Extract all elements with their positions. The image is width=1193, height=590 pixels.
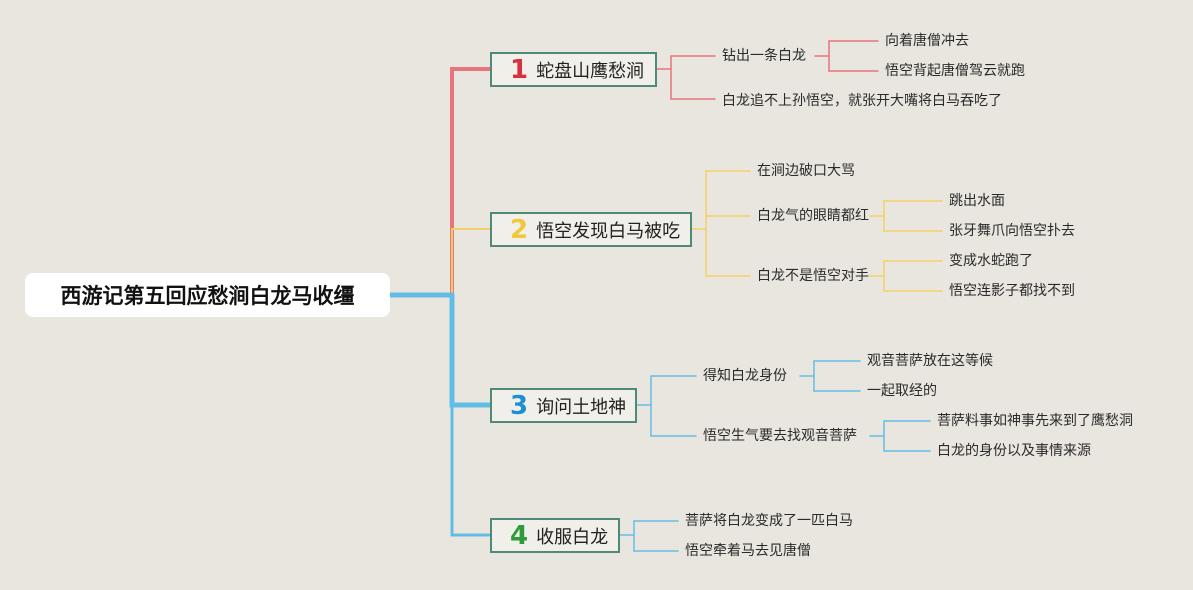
branch-1-node[interactable]: 1 蛇盘山鹰愁涧	[490, 52, 657, 87]
branch-4-node[interactable]: 4 收服白龙	[490, 518, 620, 553]
branch-2-child-3-leaf-1[interactable]: 变成水蛇跑了	[949, 253, 1033, 269]
branch-1-child-1[interactable]: 钻出一条白龙	[722, 48, 806, 64]
branch-3-child-2-leaf-2[interactable]: 白龙的身份以及事情来源	[937, 443, 1091, 459]
root-topic[interactable]: 西游记第五回应愁涧白龙马收缰	[25, 273, 390, 317]
branch-2-child-1[interactable]: 在涧边破口大骂	[757, 163, 855, 179]
branch-2-child-3-leaf-2[interactable]: 悟空连影子都找不到	[949, 283, 1075, 299]
branch-3-label: 询问土地神	[536, 396, 627, 418]
branch-2-child-2-leaf-2[interactable]: 张牙舞爪向悟空扑去	[949, 223, 1075, 239]
branch-2-node[interactable]: 2 悟空发现白马被吃	[490, 212, 692, 247]
branch-1-number: 1	[510, 54, 529, 85]
root-title: 西游记第五回应愁涧白龙马收缰	[60, 284, 355, 308]
branch-1-label: 蛇盘山鹰愁涧	[536, 60, 645, 82]
connector-line-4	[449, 292, 493, 408]
branch-2-child-2[interactable]: 白龙气的眼睛都红	[757, 208, 869, 224]
branch-3-child-2[interactable]: 悟空生气要去找观音菩萨	[703, 428, 857, 444]
branch-4-label: 收服白龙	[536, 526, 609, 548]
branch-2-child-3[interactable]: 白龙不是悟空对手	[757, 268, 869, 284]
branch-1-child-1-leaf-2[interactable]: 悟空背起唐僧驾云就跑	[885, 63, 1025, 79]
branch-4-child-2[interactable]: 悟空牵着马去见唐僧	[685, 543, 811, 559]
branch-3-child-1-leaf-2[interactable]: 一起取经的	[867, 383, 937, 399]
branch-4-child-1[interactable]: 菩萨将白龙变成了一匹白马	[685, 513, 853, 529]
branch-4-number: 4	[510, 520, 529, 551]
branch-3-node[interactable]: 3 询问土地神	[490, 388, 637, 423]
branch-2-label: 悟空发现白马被吃	[536, 220, 681, 242]
branch-3-child-1[interactable]: 得知白龙身份	[703, 368, 787, 384]
branch-1-child-2[interactable]: 白龙追不上孙悟空，就张开大嘴将白马吞吃了	[722, 93, 1002, 109]
connector-line-2	[450, 67, 492, 297]
connector-line-5	[450, 293, 492, 537]
branch-1-child-1-leaf-1[interactable]: 向着唐僧冲去	[885, 33, 969, 49]
branch-3-child-1-leaf-1[interactable]: 观音菩萨放在这等候	[867, 353, 993, 369]
branch-2-number: 2	[510, 214, 529, 245]
connector-line-3	[451, 228, 491, 296]
branch-3-number: 3	[510, 390, 529, 421]
branch-3-child-2-leaf-1[interactable]: 菩萨料事如神事先来到了鹰愁洞	[937, 413, 1133, 429]
branch-2-child-2-leaf-1[interactable]: 跳出水面	[949, 193, 1005, 209]
